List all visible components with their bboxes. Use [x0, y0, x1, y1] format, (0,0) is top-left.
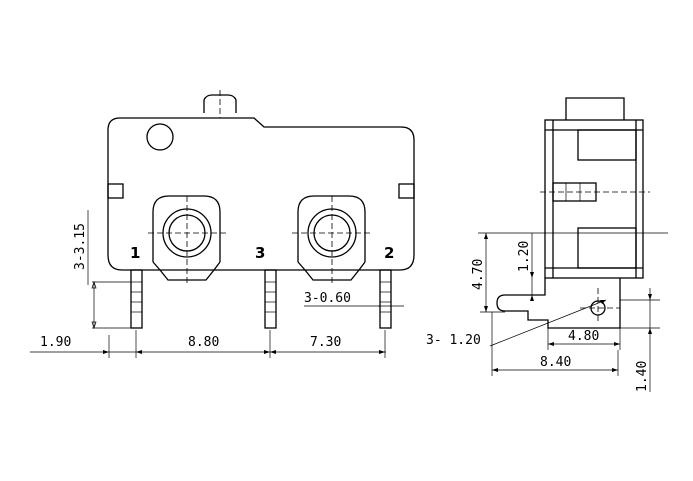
- pin-3: [264, 269, 277, 329]
- dim-side-heights: 4.70 1.20: [471, 232, 668, 313]
- svg-text:4.70: 4.70: [471, 259, 486, 290]
- pin-1-label: 1: [130, 244, 140, 262]
- svg-text:7.30: 7.30: [310, 335, 341, 350]
- dim-hole: 3- 1.20: [426, 299, 607, 348]
- dim-pin-width: 3-0.60: [304, 291, 404, 307]
- side-view: 4.70 1.20 3- 1.20 4.80 8.40: [426, 97, 668, 392]
- svg-text:1.20: 1.20: [517, 241, 532, 272]
- dim-840: 8.40: [491, 312, 619, 376]
- pin-3-label: 3: [255, 244, 265, 262]
- dim-140: 1.40: [620, 288, 660, 392]
- switch-housing: [107, 117, 415, 271]
- left-notch: [107, 183, 124, 199]
- svg-text:3-3.15: 3-3.15: [73, 223, 88, 270]
- svg-text:4.80: 4.80: [568, 329, 599, 344]
- side-body: [544, 119, 644, 279]
- svg-text:3-0.60: 3-0.60: [304, 291, 351, 306]
- dim-480: 4.80: [547, 328, 621, 350]
- pin-1: [130, 269, 143, 329]
- left-boss: [148, 195, 228, 285]
- dim-bottom: 1.90 8.80 7.30: [30, 330, 386, 358]
- svg-text:3- 1.20: 3- 1.20: [426, 333, 481, 348]
- mounting-hole: [146, 123, 174, 151]
- svg-text:8.80: 8.80: [188, 335, 219, 350]
- svg-text:1.90: 1.90: [40, 335, 71, 350]
- dim-left-height: 3-3.15: [73, 210, 131, 330]
- svg-text:1.40: 1.40: [635, 361, 650, 392]
- right-boss: [292, 195, 372, 285]
- pin-2-label: 2: [384, 244, 394, 262]
- pin-2: [379, 269, 392, 329]
- front-view: 1 3 2 3-3.15 3-0.60 1.90 8.80: [30, 90, 415, 358]
- svg-text:8.40: 8.40: [540, 355, 571, 370]
- right-notch: [398, 183, 415, 199]
- side-terminal: [496, 278, 621, 329]
